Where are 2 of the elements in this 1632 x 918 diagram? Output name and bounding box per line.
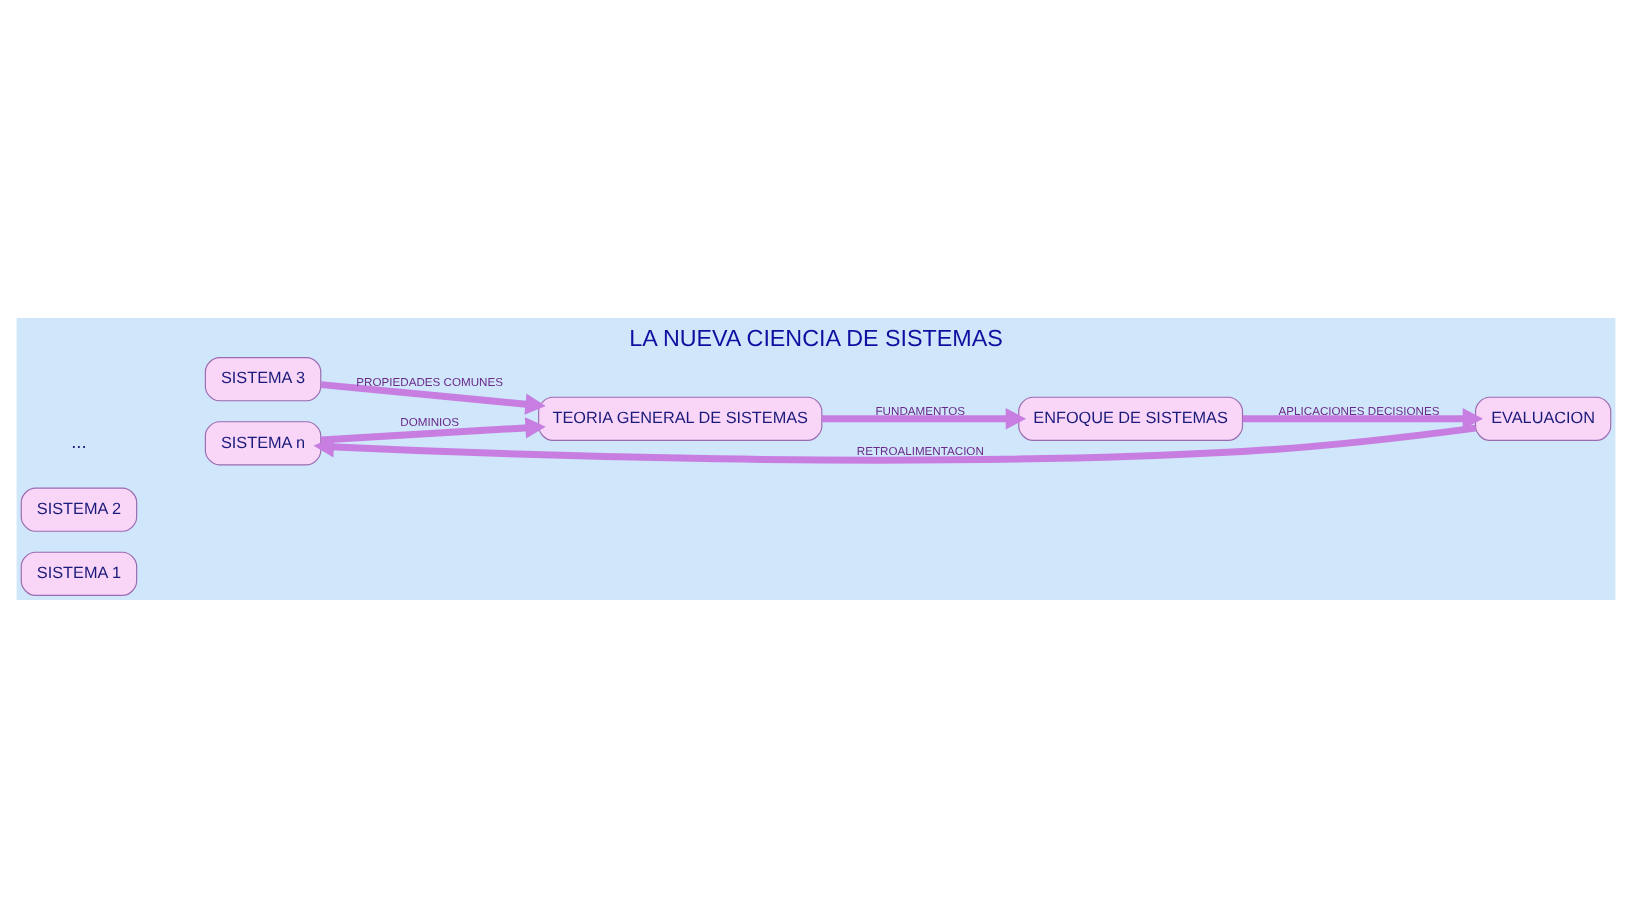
label: ... bbox=[71, 431, 87, 452]
diagram-title: LA NUEVA CIENCIA DE SISTEMAS bbox=[629, 325, 1003, 352]
